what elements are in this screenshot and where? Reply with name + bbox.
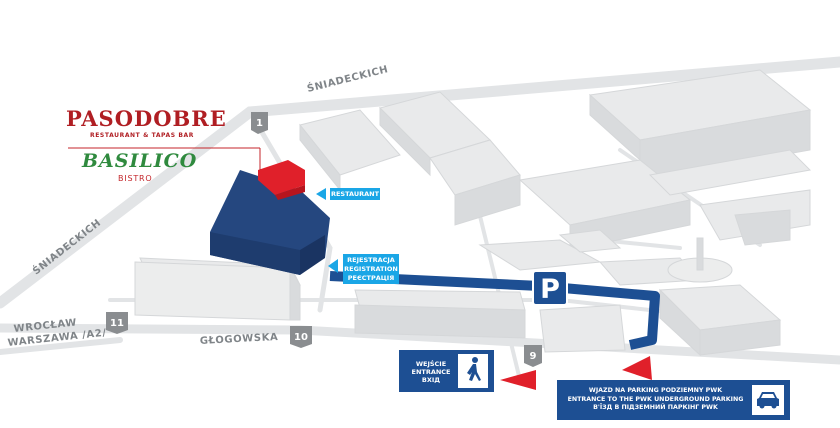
- parking-entrance-text-pl: WJAZD NA PARKING PODZIEMNY PWK: [588, 387, 723, 394]
- parking-entrance-text-ua: В'ЇЗД В ПІДЗЕМНИЙ ПАРКІНГ PWK: [593, 404, 718, 411]
- building: [558, 229, 622, 253]
- svg-text:9: 9: [530, 351, 537, 362]
- street-label-sniadeckich-left: ŚNIADECKICH: [30, 216, 104, 278]
- svg-text:11: 11: [110, 318, 124, 329]
- registration-pointer-icon: [328, 259, 338, 273]
- venue-building: [210, 170, 330, 275]
- gate-marker-11: 11: [106, 312, 128, 334]
- registration-label-pl: REJESTRACJA: [347, 256, 395, 264]
- parking-entrance-arrow-icon: [622, 356, 652, 380]
- entrance-text-pl: WEJŚCIE: [415, 360, 447, 368]
- street-label-sniadeckich-top: ŚNIADECKICH: [306, 62, 390, 95]
- gate-marker-9: 9: [524, 345, 542, 367]
- parking-entrance-box: WJAZD NA PARKING PODZIEMNY PWK ENTRANCE …: [557, 380, 790, 420]
- basilico-logo: BASILICO: [82, 150, 198, 172]
- svg-text:10: 10: [294, 332, 308, 343]
- basilico-subtitle: BISTRO: [118, 174, 153, 183]
- parking-entrance-text: WJAZD NA PARKING PODZIEMNY PWK ENTRANCE …: [563, 387, 748, 413]
- street-label-glogowska: GŁOGOWSKA: [200, 332, 279, 347]
- entrance-text-en: ENTRANCE: [411, 368, 451, 376]
- car-icon: [752, 385, 784, 415]
- parking-sign: [532, 270, 568, 306]
- entrance-arrow-icon: [500, 370, 536, 390]
- parking-entrance-text-en: ENTRANCE TO THE PWK UNDERGROUND PARKING: [567, 395, 744, 403]
- parking-sign-letter: P: [540, 274, 560, 305]
- pasodobre-logo: PASODOBRE: [66, 106, 227, 131]
- svg-text:1: 1: [256, 118, 263, 129]
- restaurant-label: RESTAURANT: [330, 188, 380, 200]
- building: [539, 304, 626, 353]
- registration-label-ua: РЕЄСТРАЦІЯ: [347, 274, 395, 282]
- building: [648, 149, 812, 196]
- restaurant-building: [258, 160, 305, 200]
- parking-path: [329, 271, 660, 350]
- registration-label-en: REGISTRATION: [344, 265, 398, 273]
- pasodobre-subtitle: RESTAURANT & TAPAS BAR: [90, 132, 194, 139]
- registration-label: REJESTRACJA REGISTRATION РЕЄСТРАЦІЯ: [343, 254, 399, 284]
- entrance-box: WEJŚCIE ENTRANCE ВХІД: [399, 350, 494, 392]
- gate-marker-10: 10: [290, 326, 312, 348]
- restaurant-pointer-icon: [316, 188, 326, 200]
- buildings: [134, 69, 812, 357]
- entrance-text-ua: ВХІД: [421, 376, 441, 384]
- gate-marker-1: 1: [251, 112, 268, 134]
- walking-person-icon: [458, 354, 488, 388]
- entrance-text: WEJŚCIE ENTRANCE ВХІД: [403, 360, 459, 384]
